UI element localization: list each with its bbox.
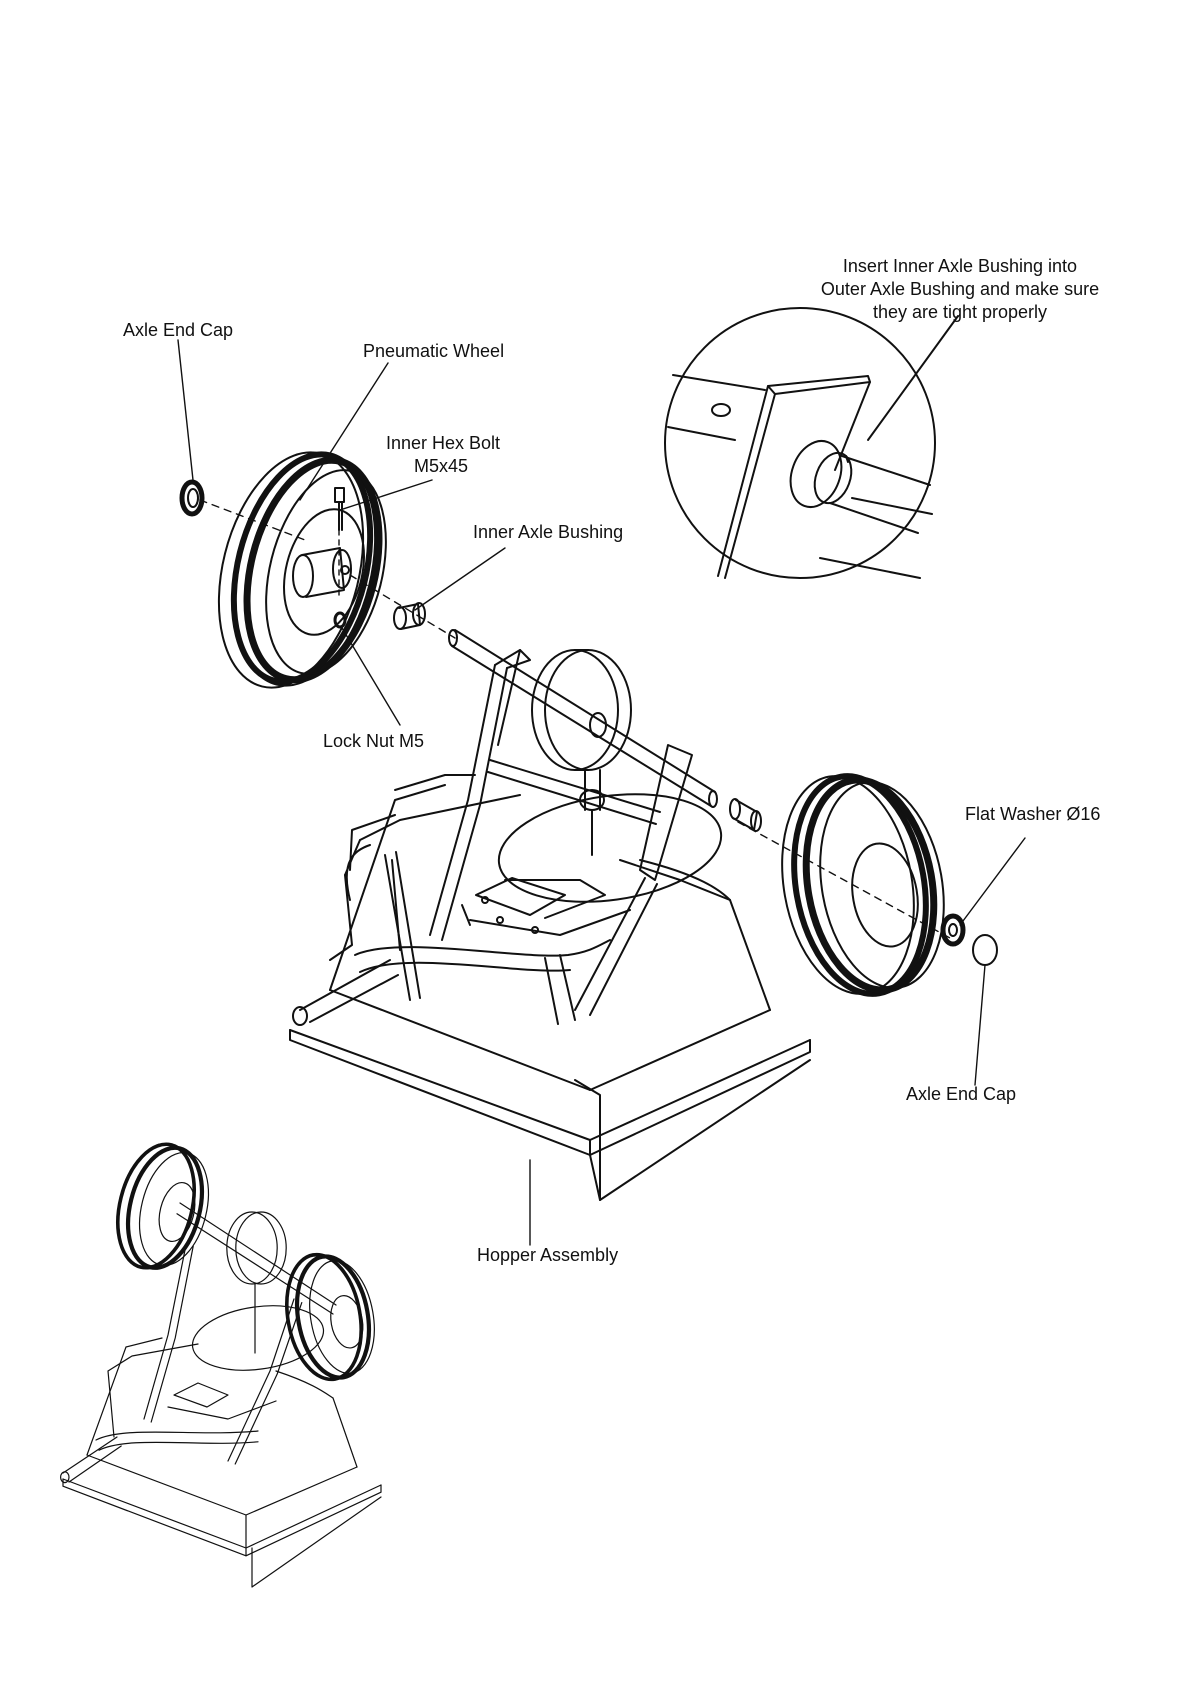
- detail-view: [665, 308, 958, 578]
- label-axle-end-cap-right: Axle End Cap: [906, 1083, 1016, 1106]
- label-hopper-assembly: Hopper Assembly: [477, 1244, 618, 1267]
- axle-end-cap-right-part: [973, 935, 997, 965]
- main-machine: [290, 630, 810, 1200]
- detail-circle: [665, 308, 935, 578]
- label-inner-hex-bolt-line1: Inner Hex Bolt: [386, 432, 496, 455]
- axle-end-cap-left-part: [182, 482, 202, 514]
- assembled-view: [61, 1136, 383, 1587]
- label-inner-hex-bolt-line2: M5x45: [386, 455, 496, 478]
- label-inner-hex-bolt: Inner Hex Bolt M5x45: [386, 432, 496, 478]
- detail-plate: [768, 376, 870, 394]
- label-insert-note-line3: they are tight properly: [800, 301, 1120, 324]
- label-axle-end-cap-left: Axle End Cap: [123, 319, 233, 342]
- label-insert-note-line1: Insert Inner Axle Bushing into: [800, 255, 1120, 278]
- detail-bushing: [782, 434, 930, 533]
- left-wheel: [196, 437, 406, 703]
- label-insert-note-line2: Outer Axle Bushing and make sure: [800, 278, 1120, 301]
- label-lock-nut: Lock Nut M5: [323, 730, 424, 753]
- label-insert-note: Insert Inner Axle Bushing into Outer Axl…: [800, 255, 1120, 324]
- label-inner-axle-bushing: Inner Axle Bushing: [473, 521, 623, 544]
- label-flat-washer: Flat Washer Ø16: [965, 803, 1100, 826]
- spread-disk: [492, 781, 728, 915]
- right-wheel: [766, 766, 959, 1005]
- label-pneumatic-wheel: Pneumatic Wheel: [363, 340, 504, 363]
- flat-washer-part: [943, 916, 963, 944]
